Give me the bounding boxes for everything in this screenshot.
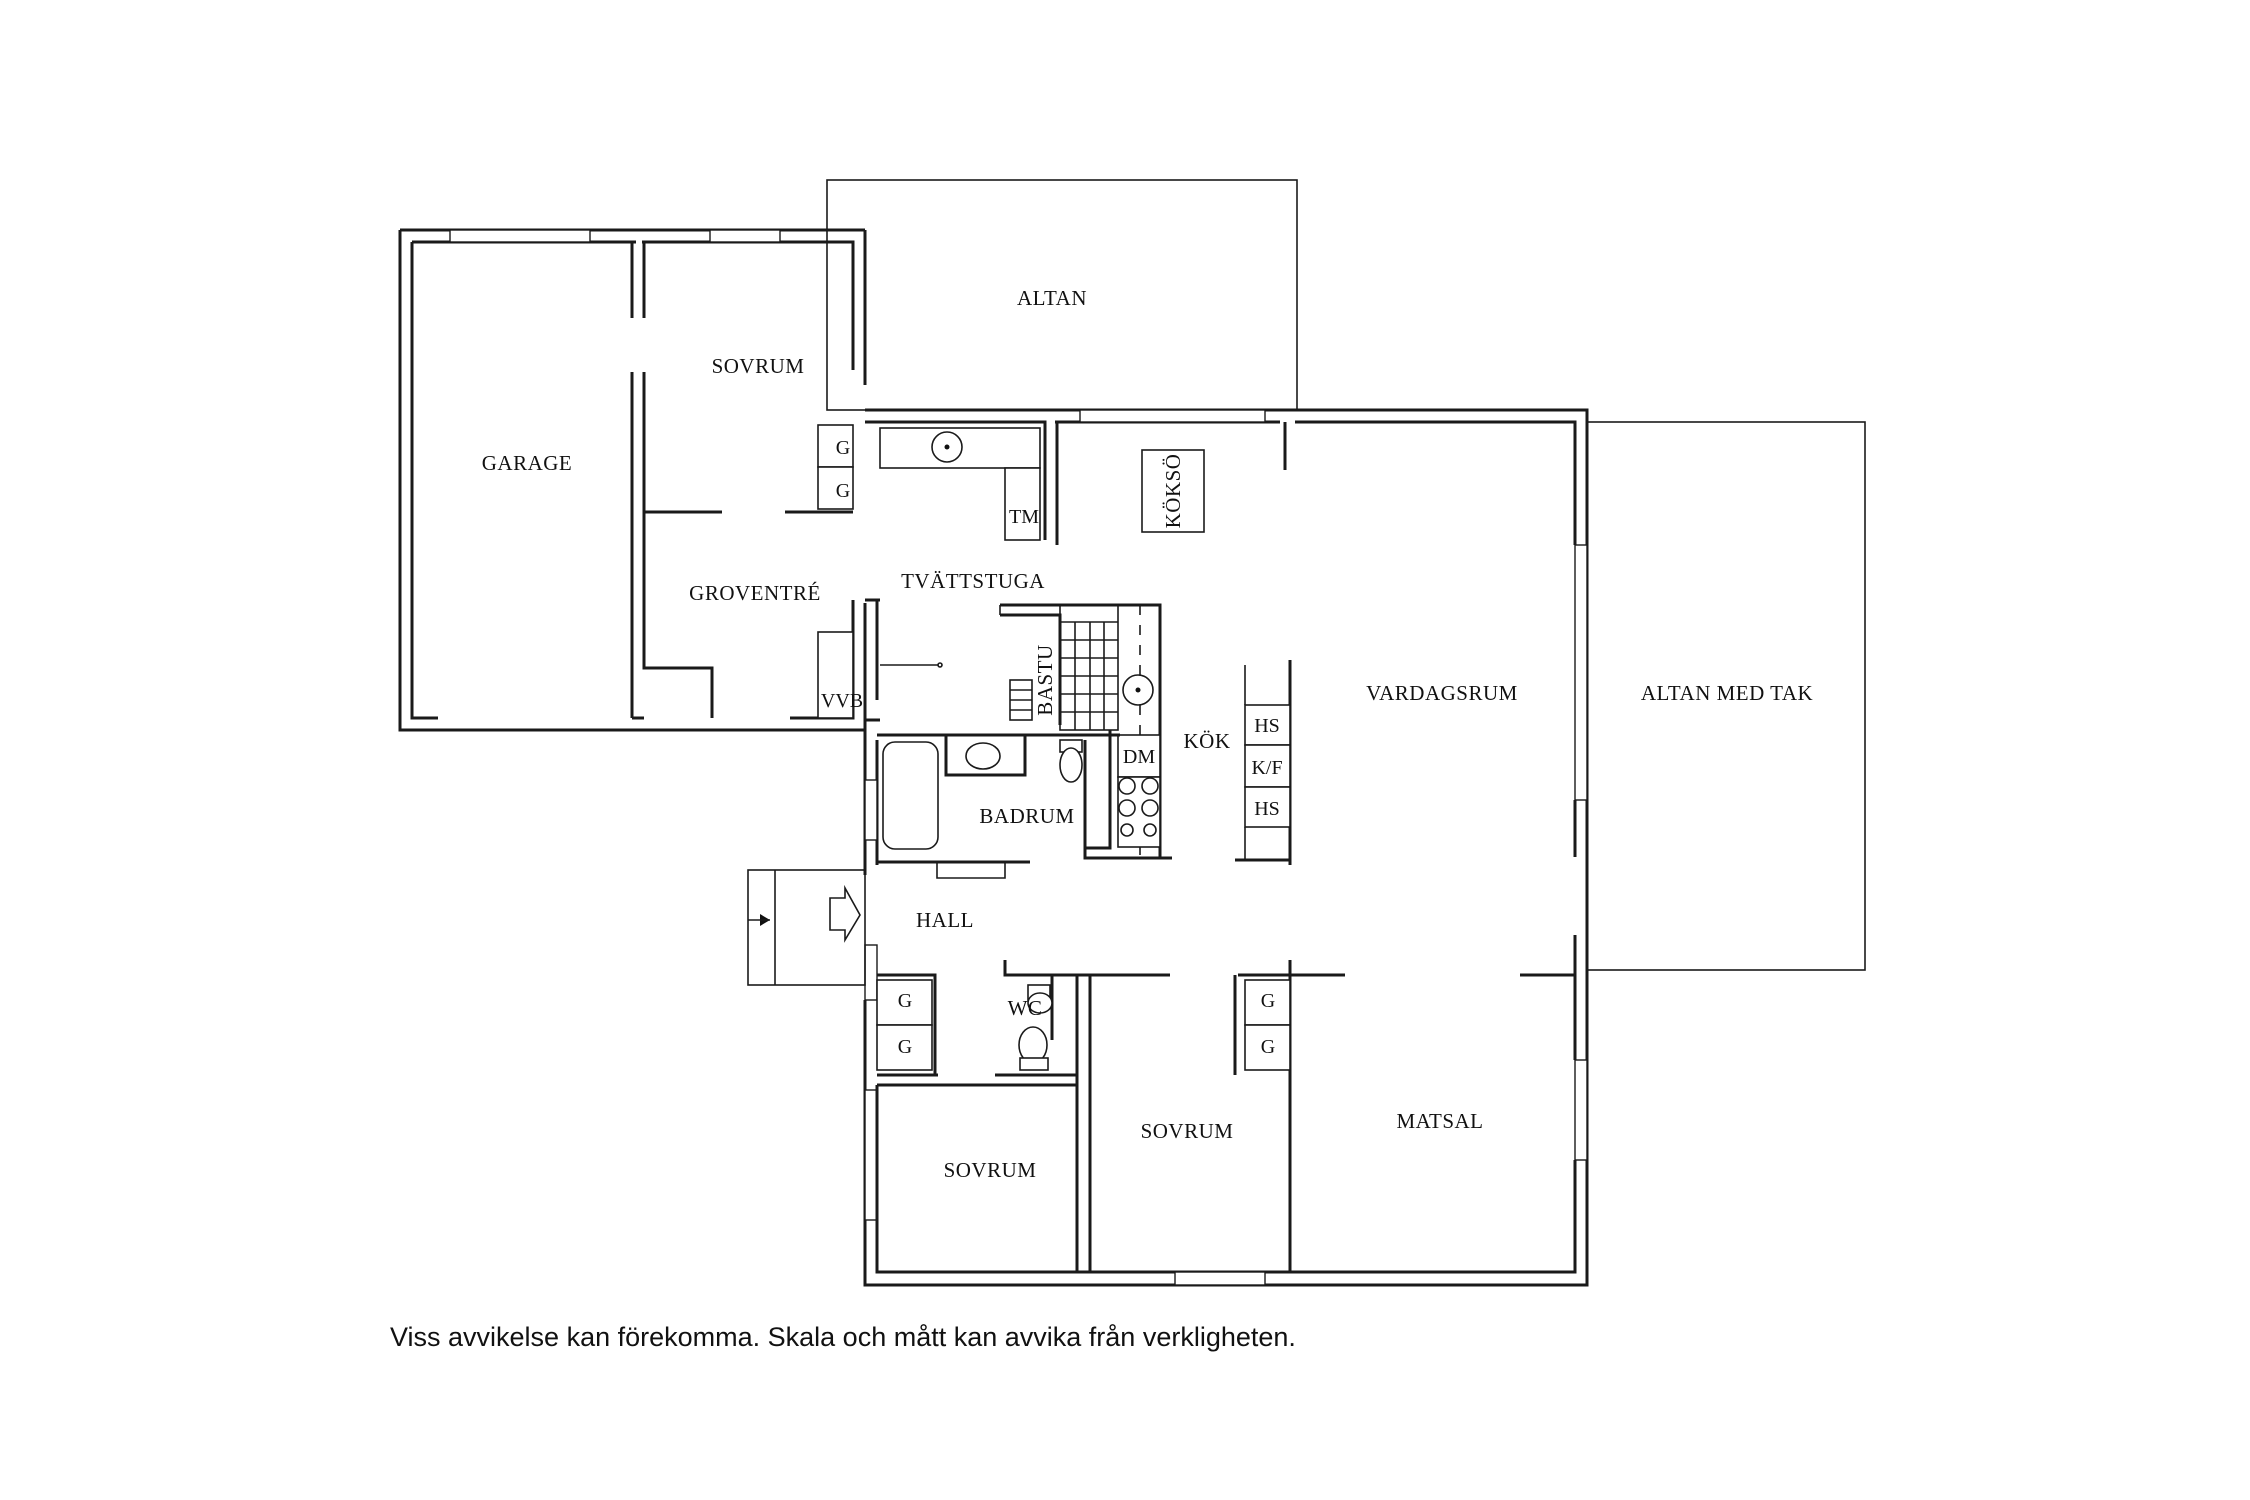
room-tvattstuga: TVÄTTSTUGA — [901, 569, 1045, 593]
room-kok: KÖK — [1184, 729, 1231, 753]
fixture-g-1: G — [836, 437, 850, 459]
interior-walls-west — [630, 242, 855, 720]
fixture-vvb: VVB — [821, 690, 863, 712]
room-sovrum-mid: SOVRUM — [1141, 1119, 1234, 1143]
entrance — [747, 869, 866, 986]
room-hall: HALL — [916, 908, 974, 932]
fixture-kf: K/F — [1251, 757, 1282, 779]
interior-walls-core — [865, 420, 1292, 865]
fixture-tm: TM — [1009, 506, 1039, 528]
room-matsal: MATSAL — [1396, 1109, 1483, 1133]
fixture-g-5: G — [1261, 990, 1275, 1012]
fixture-g-4: G — [898, 1036, 912, 1058]
room-groventre: GROVENTRÉ — [689, 581, 821, 605]
fixture-dm: DM — [1123, 746, 1155, 768]
room-kokso: KÖKSÖ — [1161, 454, 1185, 529]
room-badrum: BADRUM — [979, 804, 1074, 828]
badrum-walls — [877, 733, 1120, 879]
room-wc: WC — [1008, 996, 1043, 1020]
room-sovrum-top: SOVRUM — [712, 354, 805, 378]
room-altan: ALTAN — [1017, 286, 1087, 310]
room-garage: GARAGE — [482, 451, 573, 475]
fixture-hs-1: HS — [1254, 715, 1280, 737]
sink-icons — [931, 431, 1154, 706]
windows — [449, 229, 1588, 1286]
room-altan-med-tak: ALTAN MED TAK — [1641, 681, 1813, 705]
room-bastu: BASTU — [1033, 644, 1057, 715]
disclaimer-text: Viss avvikelse kan förekomma. Skala och … — [390, 1322, 1296, 1352]
interior-walls-south — [875, 960, 1575, 1272]
fixture-g-6: G — [1261, 1036, 1275, 1058]
fixture-hs-2: HS — [1254, 798, 1280, 820]
room-sovrum-left: SOVRUM — [944, 1158, 1037, 1182]
fixture-g-2: G — [836, 480, 850, 502]
room-vardagsrum: VARDAGSRUM — [1366, 681, 1518, 705]
fixture-g-3: G — [898, 990, 912, 1012]
